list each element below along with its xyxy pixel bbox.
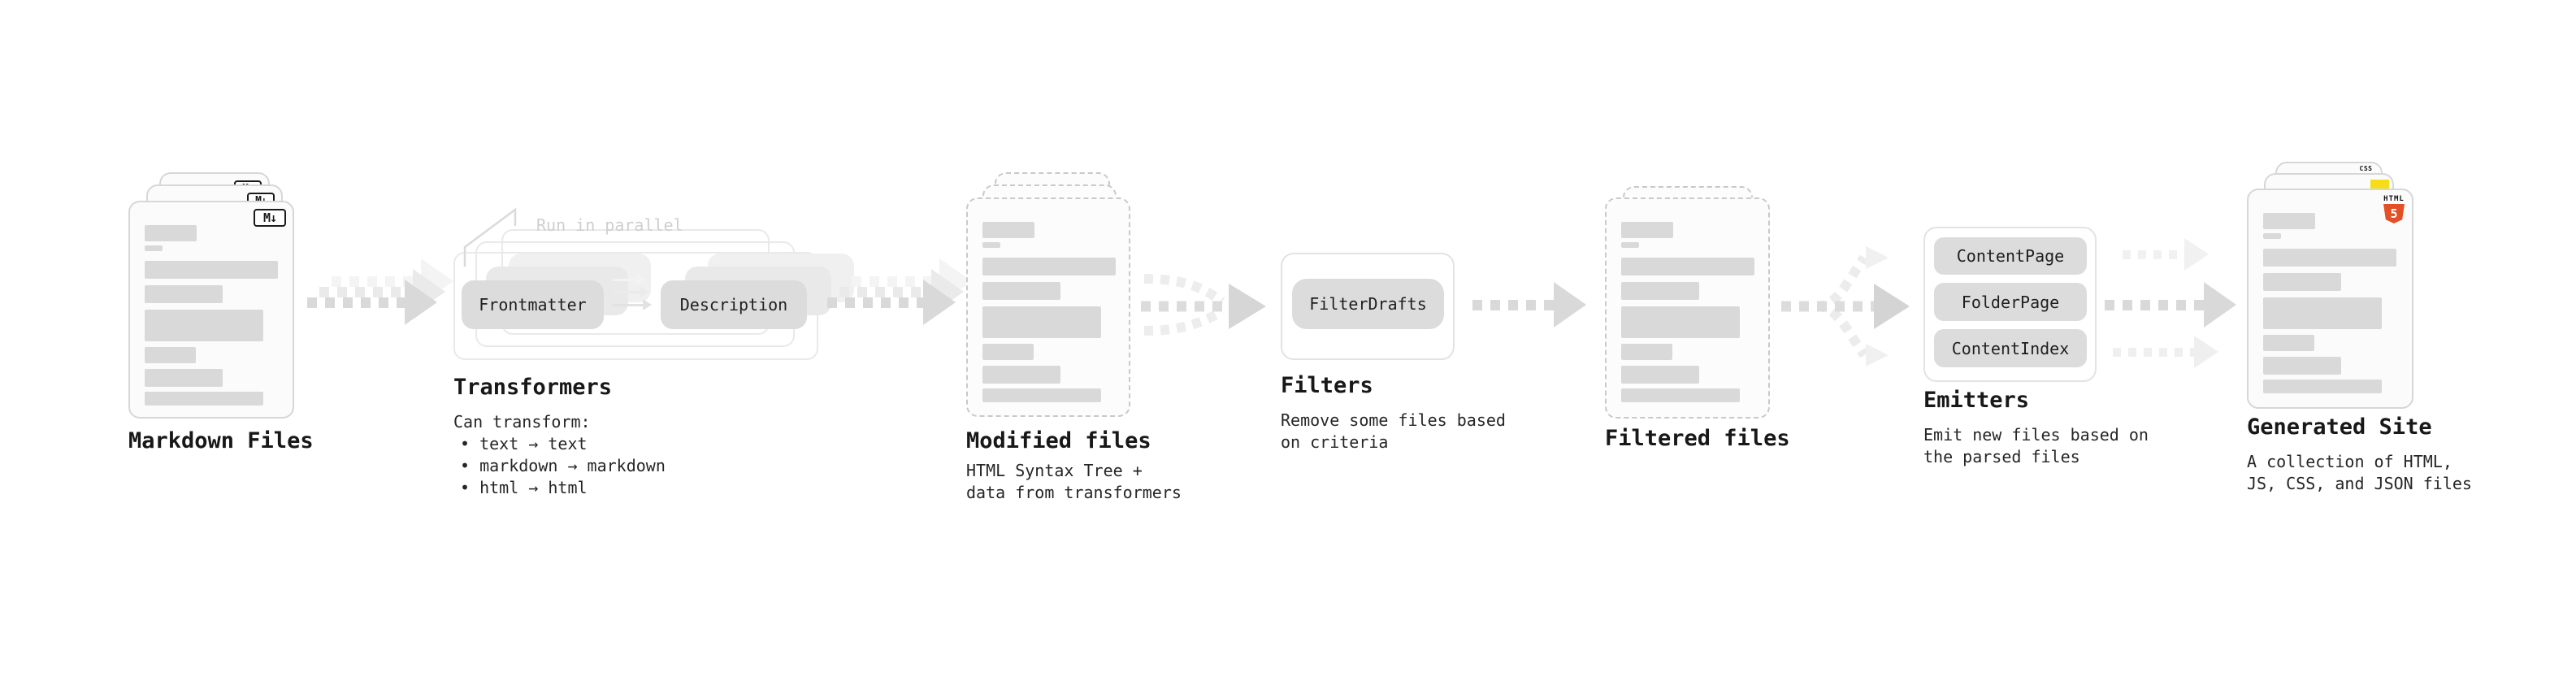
- generated-site-label: Generated Site: [2247, 414, 2432, 440]
- arrow-markdown-to-transformers: [307, 280, 437, 325]
- text-line-bar: [2263, 335, 2314, 351]
- text-line-bar: [1621, 306, 1740, 338]
- filterdrafts-pill: FilterDrafts: [1292, 279, 1444, 329]
- frontmatter-pill: Frontmatter: [462, 280, 604, 329]
- transformers-bullet-3: • html → html: [460, 478, 588, 497]
- filters-desc-1: Remove some files based: [1281, 410, 1506, 430]
- text-line-bar: [145, 347, 196, 363]
- arrow-emitters-to-site-bottom: [2113, 336, 2218, 368]
- text-line-bar: [1621, 258, 1754, 275]
- description-pill: Description: [661, 280, 807, 329]
- arrow-filtered-to-emitters: [1781, 246, 1910, 367]
- modified-files-label: Modified files: [966, 428, 1151, 453]
- text-line-bar: [982, 242, 1000, 248]
- arrow-emitters-to-site-middle: [2105, 282, 2236, 327]
- text-line-bar: [2263, 213, 2315, 229]
- text-line-bar: [145, 369, 223, 387]
- transformers-bullet-2: • markdown → markdown: [460, 456, 666, 475]
- arrow-modified-to-filters: [1141, 274, 1266, 336]
- document-text-lines: [1621, 222, 1754, 402]
- generated-site-desc-2: JS, CSS, and JSON files: [2247, 474, 2472, 493]
- arrow-emitters-to-site-top: [2123, 238, 2209, 271]
- arrow-transformers-to-modified: [827, 280, 956, 325]
- text-line-bar: [145, 310, 263, 341]
- filtered-file-front: [1605, 197, 1770, 419]
- arrow-filters-to-filtered: [1472, 282, 1586, 327]
- transform-arrow-ghost1: [613, 286, 648, 297]
- text-line-bar: [145, 261, 278, 279]
- text-line-bar: [2263, 297, 2382, 329]
- text-line-bar: [1621, 366, 1699, 384]
- transform-arrow-ghost2: [613, 274, 645, 285]
- text-line-bar: [2263, 233, 2281, 239]
- filtered-files-label: Filtered files: [1605, 426, 1790, 451]
- html5-icon: HTML 5: [2383, 195, 2405, 223]
- text-line-bar: [2263, 357, 2341, 375]
- text-line-bar: [2263, 273, 2341, 291]
- text-line-bar: [1621, 388, 1740, 402]
- emitters-desc-2: the parsed files: [1923, 447, 2080, 466]
- modified-files-desc-2: data from transformers: [966, 483, 1182, 502]
- markdown-file-front: M↓: [128, 201, 294, 419]
- text-line-bar: [982, 344, 1034, 360]
- text-line-bar: [982, 282, 1060, 300]
- transformers-heading: Transformers: [453, 375, 613, 400]
- text-line-bar: [982, 222, 1034, 238]
- document-text-lines: [145, 225, 278, 406]
- transformers-desc-title: Can transform:: [453, 412, 591, 432]
- text-line-bar: [1621, 344, 1672, 360]
- text-line-bar: [145, 225, 197, 241]
- transformers-bullet-1: • text → text: [460, 434, 588, 453]
- text-line-bar: [1621, 282, 1699, 300]
- text-line-bar: [982, 258, 1116, 275]
- run-in-parallel-leader-line: [463, 207, 517, 267]
- document-text-lines: [2263, 213, 2396, 393]
- emitters-desc-1: Emit new files based on: [1923, 425, 2149, 445]
- text-line-bar: [145, 392, 263, 406]
- text-line-bar: [1621, 222, 1673, 238]
- markdown-files-label: Markdown Files: [128, 428, 314, 453]
- text-line-bar: [982, 388, 1101, 402]
- emitters-heading: Emitters: [1923, 388, 2030, 413]
- modified-files-desc-1: HTML Syntax Tree +: [966, 461, 1143, 480]
- run-in-parallel-note: Run in parallel: [536, 215, 683, 235]
- text-line-bar: [982, 306, 1101, 338]
- document-text-lines: [982, 222, 1116, 402]
- text-line-bar: [982, 366, 1060, 384]
- modified-file-front: [966, 197, 1130, 417]
- filters-desc-2: on criteria: [1281, 432, 1389, 452]
- contentpage-pill: ContentPage: [1934, 237, 2087, 275]
- text-line-bar: [145, 285, 223, 303]
- contentindex-pill: ContentIndex: [1934, 329, 2087, 367]
- folderpage-pill: FolderPage: [1934, 283, 2087, 321]
- text-line-bar: [2263, 249, 2396, 267]
- transform-arrow: [613, 299, 652, 310]
- filters-heading: Filters: [1281, 373, 1373, 398]
- text-line-bar: [145, 245, 163, 251]
- markdown-icon: M↓: [254, 209, 286, 227]
- text-line-bar: [1621, 242, 1639, 248]
- generated-site-desc-1: A collection of HTML,: [2247, 452, 2452, 471]
- text-line-bar: [2263, 380, 2382, 393]
- site-file-front: HTML 5: [2247, 189, 2413, 409]
